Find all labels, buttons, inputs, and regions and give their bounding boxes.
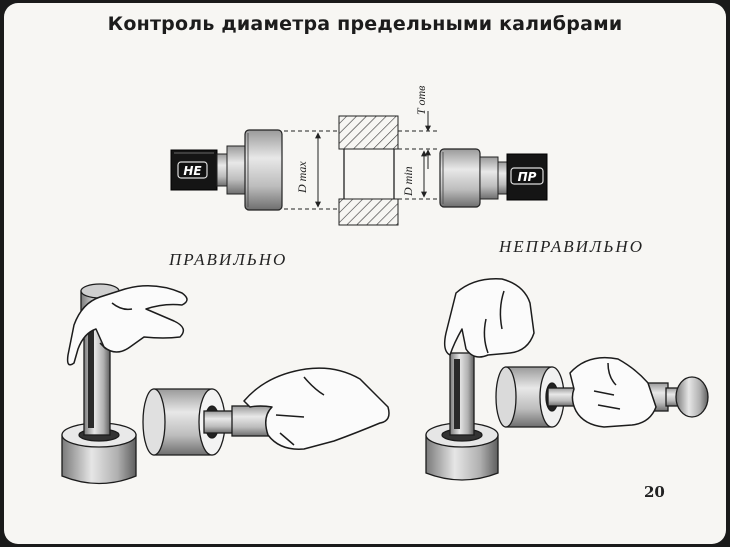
label-incorrect: НЕПРАВИЛЬНО [499,237,644,256]
hole-section [338,115,399,226]
dim-d-min: D min [401,166,415,197]
hand-icon [569,356,657,428]
dim-d-max: D max [295,161,309,194]
page-number: 20 [644,483,665,501]
no-go-mark: НЕ [183,164,202,178]
dimension-lines [284,111,440,210]
gauge-go: ПР [439,148,548,208]
illustration-incorrect-vertical [425,352,499,481]
hand-icon [243,367,390,450]
dim-t-otv: T отв [414,86,428,115]
slide: Контроль диаметра предельными калибрами … [4,3,726,544]
technical-drawing: НЕ D max D min T отв [61,86,709,485]
label-correct: ПРАВИЛЬНО [169,250,288,269]
go-mark: ПР [518,170,537,184]
slide-title: Контроль диаметра предельными калибрами [107,13,623,35]
hand-icon [443,278,535,358]
gauge-no-go: НЕ [170,129,283,211]
hand-icon [66,285,188,366]
